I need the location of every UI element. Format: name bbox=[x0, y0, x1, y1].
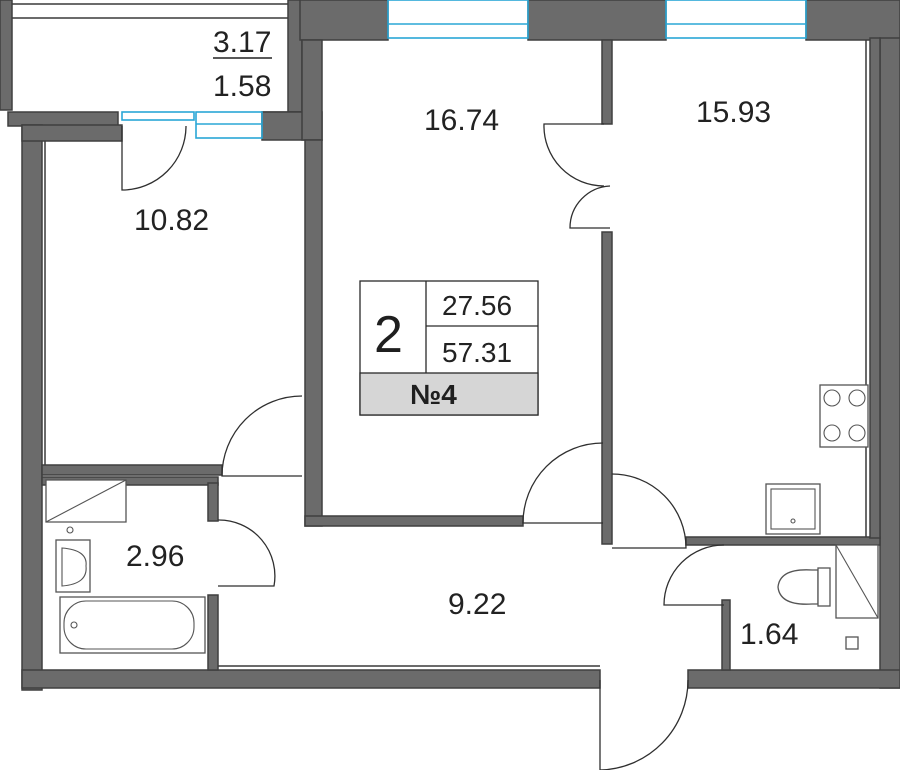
toilet-left-wall bbox=[721, 599, 731, 671]
center-right-wall bbox=[601, 231, 613, 545]
right-inner-wall bbox=[869, 37, 881, 539]
bathtub-drain bbox=[70, 621, 78, 629]
toilet-area: 1.64 bbox=[740, 618, 798, 651]
stove-burner-2 bbox=[848, 389, 866, 407]
balcony-area-reduced: 1.58 bbox=[213, 70, 271, 103]
right-wall bbox=[879, 37, 900, 689]
window-center bbox=[387, 0, 529, 39]
door-entrance bbox=[599, 679, 689, 770]
bathtub-inner bbox=[63, 600, 195, 650]
center-right-wall-top bbox=[601, 39, 613, 125]
apartment-number: №4 bbox=[410, 379, 457, 410]
center-left-wall-top bbox=[301, 39, 323, 141]
balcony-area-total: 3.17 bbox=[213, 26, 271, 59]
room-left-area: 10.82 bbox=[134, 204, 209, 237]
area-labels: 3.17 1.58 10.82 16.74 15.93 2.96 9.22 1.… bbox=[126, 26, 798, 651]
door-center-right bbox=[543, 123, 605, 187]
total-area: 57.31 bbox=[442, 337, 512, 368]
windows bbox=[121, 0, 807, 139]
bathroom-area: 2.96 bbox=[126, 540, 184, 573]
thin-lines bbox=[12, 3, 867, 667]
kitchen-sink-drain bbox=[790, 518, 796, 524]
kitchen-sink bbox=[765, 483, 821, 535]
window-right bbox=[665, 0, 807, 39]
bath-top-wall bbox=[41, 476, 219, 486]
bath-right-wall bbox=[207, 482, 219, 522]
toilet-cabinet-diag bbox=[835, 544, 879, 619]
stove bbox=[819, 384, 869, 448]
top-wall-2 bbox=[527, 0, 667, 41]
info-box-number-band bbox=[359, 372, 539, 416]
balcony-wall-left bbox=[0, 0, 13, 111]
door-left-room bbox=[221, 395, 303, 477]
door-toilet bbox=[663, 544, 725, 606]
toilet-tank bbox=[817, 567, 831, 607]
left-wall bbox=[21, 124, 43, 691]
left-room-bottom-wall bbox=[41, 464, 223, 476]
center-left-wall bbox=[304, 139, 323, 527]
stove-burner-3 bbox=[823, 424, 841, 442]
living-area: 27.56 bbox=[442, 290, 512, 321]
room-center-area: 16.74 bbox=[424, 104, 499, 137]
stove-burner-4 bbox=[848, 424, 866, 442]
toilet-floor-drain bbox=[845, 636, 859, 650]
door-balcony bbox=[121, 125, 187, 191]
bath-sink-tap bbox=[66, 526, 74, 534]
left-top-wall bbox=[21, 124, 123, 142]
walls bbox=[0, 0, 900, 691]
top-wall-3 bbox=[805, 0, 900, 41]
top-wall-1 bbox=[299, 0, 389, 41]
kitchen-sink-bowl bbox=[770, 488, 816, 530]
toilet-bowl bbox=[777, 569, 819, 605]
bath-washer-diag bbox=[45, 479, 127, 523]
bottom-wall-right bbox=[687, 669, 900, 689]
hallway-area: 9.22 bbox=[448, 588, 506, 621]
doors bbox=[121, 123, 725, 770]
door-kitchen bbox=[611, 473, 687, 549]
room-count: 2 bbox=[374, 306, 403, 364]
bottom-wall-left bbox=[21, 669, 601, 689]
balcony-wall-bottom-left bbox=[7, 111, 119, 127]
window-balcony-left bbox=[121, 111, 195, 121]
toilet-top-wall bbox=[685, 536, 881, 546]
door-right-room bbox=[569, 185, 611, 229]
door-bathroom bbox=[217, 519, 276, 587]
door-center-room bbox=[522, 442, 604, 524]
apartment-info-box: 2 27.56 57.31 №4 bbox=[359, 280, 539, 416]
window-balcony-door bbox=[195, 111, 263, 139]
fixtures bbox=[45, 384, 879, 654]
bath-right-wall-low bbox=[207, 594, 219, 671]
center-bottom-wall bbox=[304, 515, 524, 527]
room-right-area: 15.93 bbox=[696, 96, 771, 129]
bathtub bbox=[59, 596, 206, 654]
bath-sink-bowl bbox=[61, 547, 87, 587]
stove-burner-1 bbox=[823, 389, 841, 407]
